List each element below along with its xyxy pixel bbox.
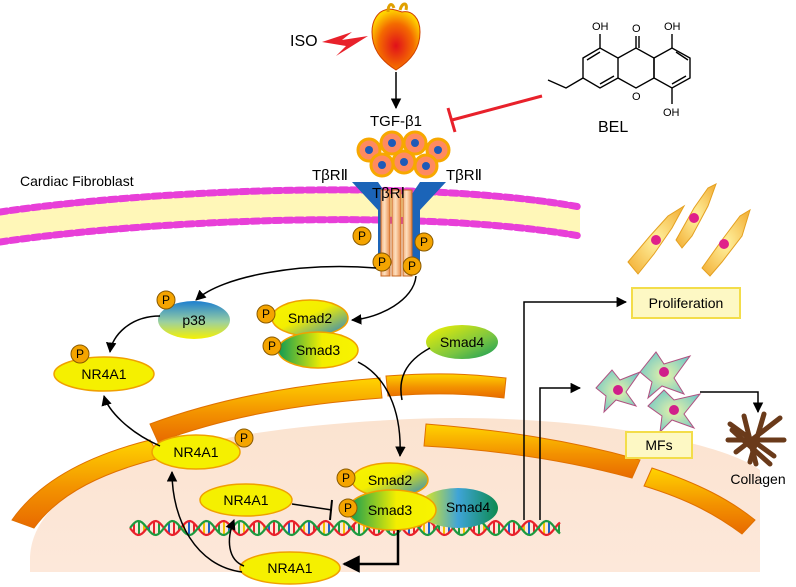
arrow-nr4a1-bottom-up xyxy=(225,519,245,567)
p38-node xyxy=(158,301,230,339)
arrow-receptor-to-p38 xyxy=(195,265,377,301)
collagen-label: Collagen xyxy=(730,471,785,487)
phospho-label: P xyxy=(268,339,276,353)
proliferation-box xyxy=(631,287,741,319)
nr4a1-bottom-node xyxy=(239,551,341,585)
bel-oh-top-left: OH xyxy=(592,21,609,33)
phospho-label: P xyxy=(344,501,352,515)
bel-oh-top-right: OH xyxy=(664,21,681,33)
collagen-fibers-icon xyxy=(725,411,787,467)
nr4a1-cytoplasm-phospho: P xyxy=(70,344,90,364)
smad4-cytoplasm-node xyxy=(426,325,498,359)
bel-inhibition-line xyxy=(451,94,543,122)
smad2-cytoplasm-label: Smad2 xyxy=(288,310,333,326)
dna-strand xyxy=(129,519,561,537)
phospho-label: P xyxy=(162,293,170,307)
smad3-cytoplasm-label: Smad3 xyxy=(296,342,341,358)
nr4a1-envelope-node xyxy=(151,434,241,470)
nr4a1-envelope-label: NR4A1 xyxy=(173,444,218,460)
arrow-to-proliferation xyxy=(523,296,628,520)
proliferating-fibroblasts-icon xyxy=(627,182,751,277)
receptor-tbr1-label: TβRⅠ xyxy=(372,185,405,202)
bel-inhibition-bar xyxy=(446,107,457,133)
arrow-nr4a1-bottom-to-envelope xyxy=(166,470,243,573)
myofibroblasts-icon xyxy=(595,351,702,434)
heart-icon xyxy=(371,2,421,71)
phospho-label: P xyxy=(408,259,416,273)
nr4a1-nuclear-label: NR4A1 xyxy=(223,492,268,508)
nr4a1-inhibition-line xyxy=(291,503,333,511)
nr4a1-cytoplasm-label: NR4A1 xyxy=(81,366,126,382)
nr4a1-nuclear-node xyxy=(199,483,293,517)
bel-chemical-structure xyxy=(547,34,691,104)
arrow-smad-to-nucleus xyxy=(357,361,406,458)
smad3-cytoplasm-phospho: P xyxy=(262,336,282,356)
phospho-label: P xyxy=(378,255,386,269)
tgf-beta1-label: TGF-β1 xyxy=(370,113,422,130)
smad2-smad3-cytoplasm-complex xyxy=(271,299,359,369)
phospho-group: P xyxy=(414,232,434,252)
arrow-dna-to-nr4a1-bottom xyxy=(342,530,400,573)
phospho-group: P xyxy=(372,252,392,272)
iso-label: ISO xyxy=(290,33,318,50)
receptor-phospho-groups: P P P P xyxy=(352,226,434,276)
phospho-label: P xyxy=(76,347,84,361)
smad4-nuclear-label: Smad4 xyxy=(446,499,491,515)
arrow-mfs-to-collagen xyxy=(700,391,764,414)
smad2-nuclear-label: Smad2 xyxy=(368,472,413,488)
bel-carbonyl-o: O xyxy=(632,23,641,35)
p38-label: p38 xyxy=(182,312,206,328)
smad2-nuclear-phospho: P xyxy=(336,468,356,488)
arrow-smad4-to-nucleus xyxy=(400,347,431,401)
nr4a1-bottom-label: NR4A1 xyxy=(267,560,312,576)
smad3-nuclear-label: Smad3 xyxy=(368,502,413,518)
mfs-label: MFs xyxy=(645,437,672,453)
mfs-box xyxy=(625,431,693,459)
arrow-p38-to-nr4a1 xyxy=(105,315,161,354)
phospho-label: P xyxy=(342,471,350,485)
p38-phospho: P xyxy=(156,290,176,310)
tgf-beta1-ligand-cluster xyxy=(356,130,451,179)
phospho-label: P xyxy=(358,229,366,243)
smad-nuclear-complex xyxy=(347,462,498,531)
nr4a1-cytoplasm-node xyxy=(53,356,155,392)
phospho-group: P xyxy=(402,256,422,276)
smad3-nuclear-phospho: P xyxy=(338,498,358,518)
phospho-label: P xyxy=(420,235,428,249)
phospho-label: P xyxy=(240,431,248,445)
receptor-tbr2-left-label: TβRⅡ xyxy=(312,167,348,184)
smad2-cytoplasm-phospho: P xyxy=(256,304,276,324)
arrow-to-myofibroblasts xyxy=(539,382,582,520)
receptor-tbr2-right-label: TβRⅡ xyxy=(446,167,482,184)
bel-oh-bottom: OH xyxy=(663,107,680,119)
bel-label: BEL xyxy=(598,119,628,136)
dna-strand xyxy=(129,519,561,537)
phospho-group: P xyxy=(352,226,372,246)
bel-ring-o: O xyxy=(632,91,641,103)
proliferation-label: Proliferation xyxy=(649,295,724,311)
nr4a1-envelope-phospho: P xyxy=(234,428,254,448)
nr4a1-inhibition-bar xyxy=(329,499,333,521)
cardiac-fibroblast-label: Cardiac Fibroblast xyxy=(20,173,134,189)
phospho-label: P xyxy=(262,307,270,321)
lightning-bolt-icon xyxy=(322,32,368,56)
arrow-receptor-to-smad xyxy=(350,275,417,325)
arrow-nr4a1-envelope-to-cytoplasm xyxy=(101,394,161,447)
smad4-cytoplasm-label: Smad4 xyxy=(440,334,485,350)
cell-membrane xyxy=(0,186,584,246)
